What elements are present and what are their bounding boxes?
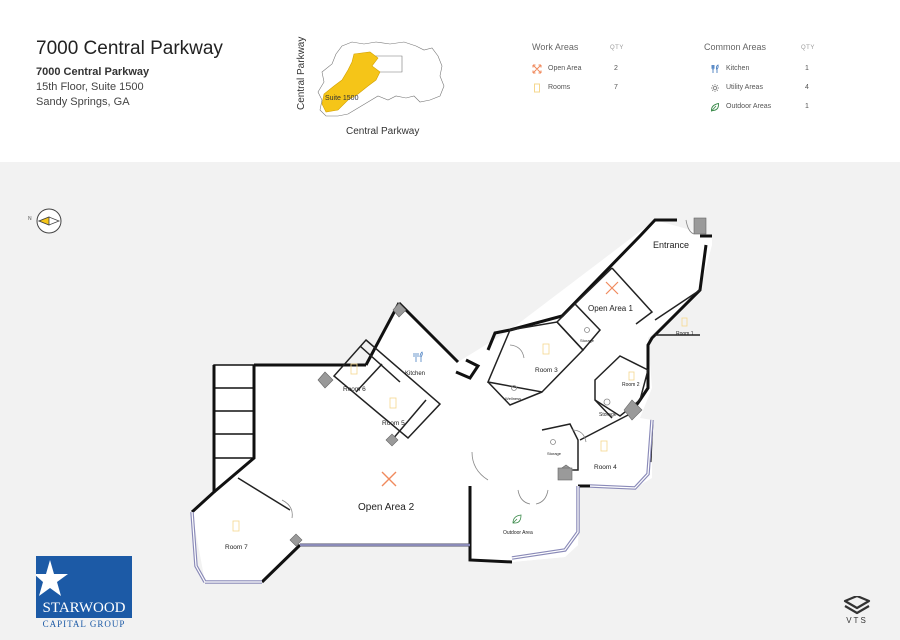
legend-item-utility: Utility Areas — [710, 83, 800, 95]
room-1-icon — [681, 317, 688, 327]
label-room-7: Room 7 — [225, 544, 248, 551]
label-storage-a: Storage — [580, 338, 595, 343]
legend-label-open-area: Open Area — [548, 65, 582, 72]
open-area-2-icon — [381, 471, 397, 487]
label-wellness: Wellness — [505, 396, 521, 401]
legend-label-utility: Utility Areas — [726, 84, 763, 91]
label-room-6: Room 6 — [343, 386, 366, 393]
label-entrance: Entrance — [653, 240, 689, 250]
legend-qty-kitchen: 1 — [805, 65, 809, 72]
legend-item-kitchen: Kitchen — [710, 64, 800, 76]
label-room-5: Room 5 — [382, 420, 405, 427]
legend-item-open-area: Open Area — [532, 64, 612, 76]
legend-qty-rooms: 7 — [614, 84, 618, 91]
common-areas-heading: Common Areas — [704, 42, 767, 52]
compass-icon — [36, 208, 62, 234]
legend-qty-open-area: 2 — [614, 65, 618, 72]
label-storage-c: Storage — [547, 451, 562, 456]
label-room-1: Room 1 — [676, 331, 694, 337]
columns — [289, 217, 707, 547]
key-plan-suite-label: Suite 1500 — [325, 95, 359, 102]
utility-icon — [711, 84, 719, 92]
outdoor-icon — [711, 102, 719, 112]
common-areas-qty-heading: QTY — [801, 45, 815, 51]
room-3-icon — [542, 343, 550, 355]
label-room-4: Room 4 — [594, 464, 617, 471]
legend-item-outdoor: Outdoor Areas — [710, 102, 800, 114]
storage-b-icon — [603, 398, 611, 406]
interior-walls — [237, 267, 701, 511]
legend-item-rooms: Rooms — [532, 83, 612, 95]
star-icon — [36, 560, 68, 596]
legend-qty-outdoor: 1 — [805, 103, 809, 110]
room-4-icon — [600, 440, 608, 452]
work-areas-qty-heading: QTY — [610, 45, 624, 51]
kitchen-floor-icon — [413, 351, 423, 362]
label-open-area-2: Open Area 2 — [358, 502, 415, 513]
compass-north-label: N — [28, 216, 32, 222]
legend-label-rooms: Rooms — [548, 84, 571, 91]
room-icon — [534, 83, 540, 93]
floor-area — [192, 220, 712, 582]
open-area-1-icon — [605, 281, 619, 295]
label-room-2: Room 2 — [622, 382, 640, 388]
label-open-area-1: Open Area 1 — [588, 304, 633, 313]
legend-qty-utility: 4 — [805, 84, 809, 91]
storage-a-icon — [584, 327, 590, 333]
legend-label-outdoor: Outdoor Areas — [726, 103, 772, 110]
open-area-icon — [532, 64, 542, 74]
starwood-logo: STARWOOD — [36, 556, 132, 618]
address-line-2: 15th Floor, Suite 1500 — [36, 81, 144, 93]
kitchen-icon — [711, 64, 719, 73]
key-plan-street-horizontal: Central Parkway — [346, 126, 419, 137]
key-plan-street-vertical: Central Parkway — [296, 37, 307, 110]
vts-logo-icon — [843, 596, 871, 615]
key-plan: Central Parkway Central Parkway Suite 15… — [296, 37, 445, 137]
door-swings — [281, 219, 695, 519]
work-areas-heading: Work Areas — [532, 42, 579, 52]
label-kitchen: Kitchen — [405, 371, 425, 377]
label-room-3: Room 3 — [535, 367, 558, 374]
vts-text: VTS — [846, 616, 868, 625]
room-icons — [232, 281, 688, 532]
wellness-icon — [511, 385, 517, 391]
header — [0, 0, 900, 162]
key-plan-suite-highlight — [321, 51, 381, 113]
page-title: 7000 Central Parkway — [36, 38, 223, 59]
address-line-1: 7000 Central Parkway — [36, 66, 150, 78]
room-7-icon — [232, 520, 240, 532]
room-6-icon — [350, 363, 358, 375]
legend-label-kitchen: Kitchen — [726, 65, 750, 72]
room-5-icon — [389, 397, 397, 409]
stair — [213, 364, 255, 459]
address-line-3: Sandy Springs, GA — [36, 96, 130, 108]
label-storage-b: Storage — [599, 412, 617, 418]
outdoor-floor-icon — [512, 514, 522, 524]
floorplan: Entrance Open Area 1 Open Area 2 Room 1 … — [190, 217, 712, 584]
starwood-main-text: STARWOOD — [43, 600, 126, 616]
room-2-icon — [628, 371, 635, 381]
label-outdoor-area: Outdoor Area — [503, 530, 533, 536]
storage-c-icon — [550, 439, 556, 445]
starwood-sub-text: CAPITAL GROUP — [42, 619, 126, 629]
